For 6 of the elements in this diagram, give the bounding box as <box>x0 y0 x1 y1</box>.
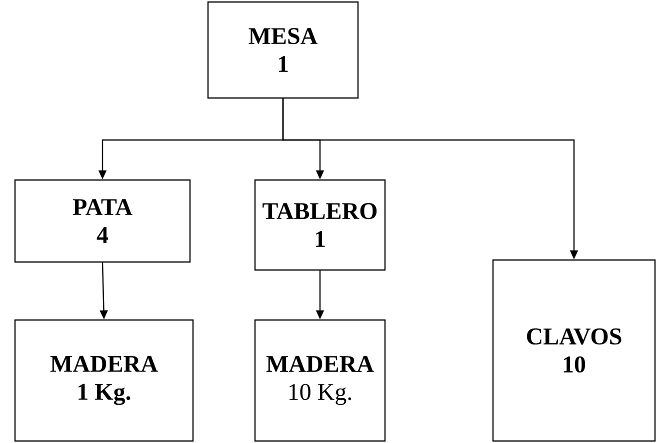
component-box: MADERA 10 Kg. <box>254 319 386 442</box>
component-box: MESA 1 <box>207 1 359 99</box>
component-box: PATA 4 <box>14 179 191 263</box>
component-box: MADERA 1 Kg. <box>14 319 194 442</box>
component-box: TABLERO 1 <box>254 179 386 271</box>
component-box: CLAVOS 10 <box>492 259 656 442</box>
